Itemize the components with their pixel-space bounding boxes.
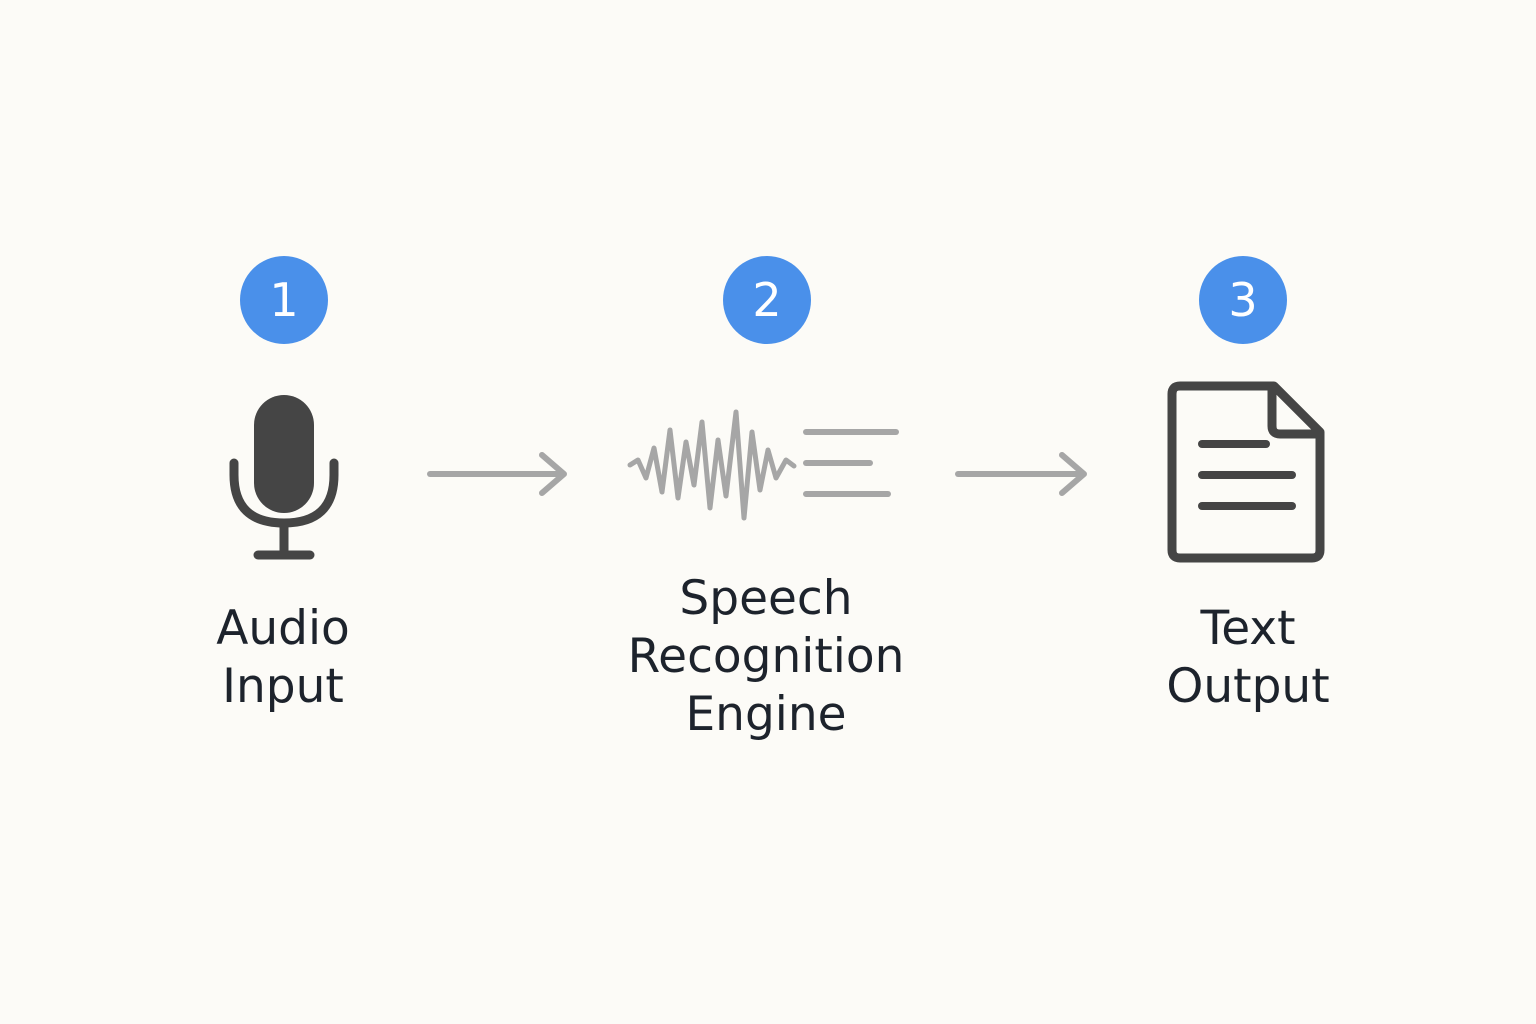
step-3-label-line-2: Output [1166, 659, 1330, 714]
step-2-label-line-3: Engine [685, 687, 847, 742]
step-1-label-line-1: Audio [216, 601, 350, 656]
arrow-right-icon [427, 452, 567, 496]
waveform-icon [627, 409, 797, 521]
step-2-label: Speech Recognition Engine [556, 570, 976, 744]
step-1-label-line-2: Input [222, 659, 344, 714]
step-1-badge: 1 [240, 256, 328, 344]
step-2-label-line-1: Speech [679, 571, 853, 626]
text-lines-icon [803, 429, 899, 497]
arrow-right-icon [955, 452, 1087, 496]
step-3-label-line-1: Text [1200, 601, 1296, 656]
step-3-label: Text Output [1038, 600, 1458, 716]
document-icon [1167, 381, 1325, 563]
microphone-icon [229, 395, 339, 560]
waveform-to-text-icon [627, 409, 899, 521]
step-1-label: Audio Input [73, 600, 493, 716]
step-3-badge: 3 [1199, 256, 1287, 344]
step-2-badge: 2 [723, 256, 811, 344]
step-2-label-line-2: Recognition [627, 629, 905, 684]
